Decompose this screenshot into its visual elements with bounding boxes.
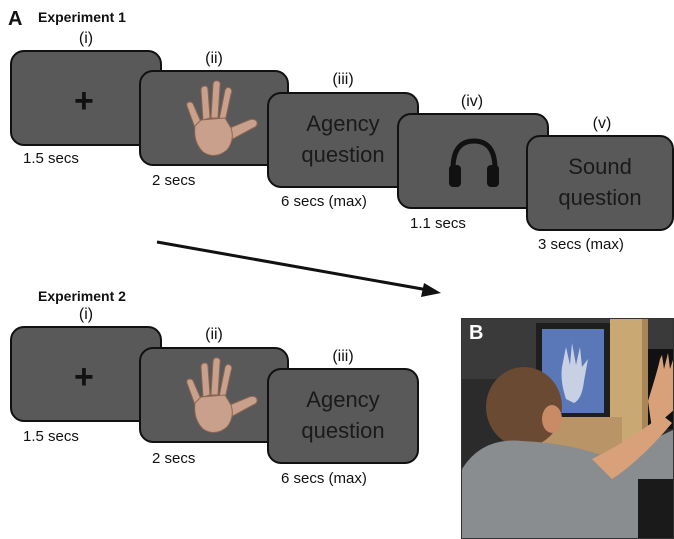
sound-question-line1: Sound bbox=[568, 154, 632, 180]
hand-image bbox=[186, 357, 258, 433]
exp2-step-iii-number: (iii) bbox=[332, 348, 354, 365]
headphones-icon bbox=[449, 138, 499, 187]
exp2-step-ii-number: (ii) bbox=[205, 326, 223, 343]
panel-label-b: B bbox=[469, 322, 484, 344]
panel-label-a: A bbox=[8, 8, 23, 30]
sound-question-line2: question bbox=[558, 185, 642, 210]
fixation-cross: + bbox=[74, 82, 94, 120]
exp2-agency-question-screen: Agency question bbox=[267, 368, 419, 464]
exp1-step-iii-number: (iii) bbox=[332, 71, 354, 88]
exp1-step-iii-duration: 6 secs (max) bbox=[281, 193, 367, 210]
exp1-step-v-duration: 3 secs (max) bbox=[538, 236, 624, 253]
exp2-step-iii-duration: 6 secs (max) bbox=[281, 470, 367, 487]
exp2-step-ii-duration: 2 secs bbox=[152, 450, 196, 467]
exp1-step-iv-number: (iv) bbox=[460, 93, 484, 110]
participant-photo bbox=[461, 318, 674, 539]
agency-question-line2: question bbox=[301, 418, 385, 443]
exp1-step-i-number: (i) bbox=[78, 30, 94, 47]
agency-question-line2: question bbox=[301, 142, 385, 167]
experiment-1-title: Experiment 1 bbox=[38, 9, 126, 25]
exp1-step-iv-duration: 1.1 secs bbox=[410, 215, 466, 232]
exp1-step-ii-number: (ii) bbox=[205, 50, 223, 67]
experiment-2-title: Experiment 2 bbox=[38, 288, 126, 304]
fixation-cross: + bbox=[74, 358, 94, 396]
hand-image bbox=[186, 80, 258, 156]
exp1-sound-question-screen: Sound question bbox=[526, 135, 674, 231]
exp1-fixation-screen: + bbox=[10, 50, 162, 146]
exp2-step-i-number: (i) bbox=[78, 306, 94, 323]
exp1-step-i-duration: 1.5 secs bbox=[23, 150, 79, 167]
exp2-step-i-duration: 1.5 secs bbox=[23, 428, 79, 445]
exp2-hand-screen bbox=[139, 347, 289, 443]
agency-question-line1: Agency bbox=[306, 111, 380, 137]
exp2-fixation-screen: + bbox=[10, 326, 162, 422]
exp1-step-ii-duration: 2 secs bbox=[152, 172, 196, 189]
exp1-sound-screen bbox=[397, 113, 549, 209]
agency-question-line1: Agency bbox=[306, 387, 380, 413]
exp1-step-v-number: (v) bbox=[592, 115, 612, 132]
exp1-hand-screen bbox=[139, 70, 289, 166]
exp1-agency-question-screen: Agency question bbox=[267, 92, 419, 188]
